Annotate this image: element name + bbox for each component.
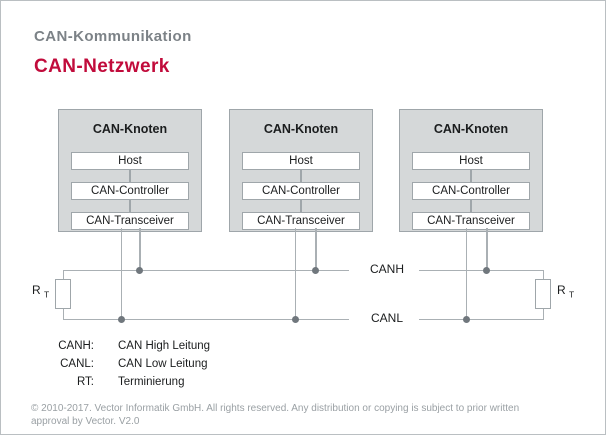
can-node-box: CAN-Knoten Host CAN-Controller CAN-Trans…	[229, 109, 373, 232]
junction-dot	[117, 315, 125, 323]
legend-definition: CAN High Leitung	[118, 340, 211, 352]
resistor-subscript: T	[569, 289, 575, 300]
can-transceiver-box: CAN-Transceiver	[242, 212, 360, 230]
canh-label: CANH	[369, 262, 404, 276]
canh-bus-line-left	[63, 269, 349, 271]
can-node-title: CAN-Knoten	[263, 122, 339, 136]
transceiver-canh-stub	[486, 228, 488, 271]
legend-row: CANH: CAN High Leitung	[41, 337, 210, 355]
can-controller-box: CAN-Controller	[412, 182, 530, 200]
termination-resistor-right	[535, 279, 551, 309]
copyright-line-2: approval by Vector. V2.0	[31, 416, 140, 427]
can-controller-box: CAN-Controller	[242, 182, 360, 200]
page-title: CAN-Netzwerk	[34, 56, 170, 77]
can-controller-box: CAN-Controller	[71, 182, 189, 200]
junction-dot	[291, 315, 299, 323]
right-resistor-top-wire	[542, 269, 544, 280]
canh-bus-line-right	[419, 269, 544, 271]
can-node-title: CAN-Knoten	[433, 122, 509, 136]
can-node-box: CAN-Knoten Host CAN-Controller CAN-Trans…	[58, 109, 202, 232]
node-internal-connector	[470, 170, 472, 182]
transceiver-canh-stub	[315, 228, 317, 271]
resistor-symbol: R	[557, 283, 566, 297]
node-internal-connector	[129, 200, 131, 212]
rt-label-left: R T	[32, 283, 49, 299]
node-internal-connector	[129, 170, 131, 182]
node-internal-connector	[300, 170, 302, 182]
junction-dot	[462, 315, 470, 323]
legend-definition: CAN Low Leitung	[118, 358, 208, 370]
canl-label: CANL	[370, 311, 403, 325]
left-resistor-top-wire	[62, 269, 64, 280]
legend-row: CANL: CAN Low Leitung	[41, 355, 210, 373]
can-transceiver-box: CAN-Transceiver	[412, 212, 530, 230]
host-box: Host	[242, 152, 360, 170]
transceiver-canl-stub	[294, 228, 296, 320]
can-node-box: CAN-Knoten Host CAN-Controller CAN-Trans…	[399, 109, 543, 232]
termination-resistor-left	[55, 279, 71, 309]
junction-dot	[136, 266, 144, 274]
section-title: CAN-Kommunikation	[34, 28, 192, 45]
right-resistor-bottom-wire	[542, 308, 544, 320]
resistor-subscript: T	[44, 289, 50, 300]
can-node-title: CAN-Knoten	[92, 122, 168, 136]
legend: CANH: CAN High Leitung CANL: CAN Low Lei…	[41, 337, 210, 391]
copyright-notice: © 2010-2017. Vector Informatik GmbH. All…	[31, 402, 591, 428]
left-resistor-bottom-wire	[62, 308, 64, 320]
legend-definition: Terminierung	[118, 376, 185, 388]
junction-dot	[312, 266, 320, 274]
rt-label-right: R T	[557, 283, 574, 299]
canl-bus-line-left	[63, 318, 349, 320]
node-internal-connector	[300, 200, 302, 212]
resistor-symbol: R	[32, 283, 41, 297]
legend-term: CANL:	[60, 358, 94, 370]
host-box: Host	[412, 152, 530, 170]
host-box: Host	[71, 152, 189, 170]
transceiver-canl-stub	[120, 228, 122, 320]
canl-bus-line-right	[419, 318, 544, 320]
transceiver-canh-stub	[139, 228, 141, 271]
transceiver-canl-stub	[465, 228, 467, 320]
node-internal-connector	[470, 200, 472, 212]
junction-dot	[483, 266, 491, 274]
legend-term: RT:	[76, 376, 94, 388]
legend-term: CANH:	[58, 340, 94, 352]
copyright-line-1: © 2010-2017. Vector Informatik GmbH. All…	[31, 403, 520, 414]
can-transceiver-box: CAN-Transceiver	[71, 212, 189, 230]
legend-row: RT: Terminierung	[41, 373, 210, 391]
